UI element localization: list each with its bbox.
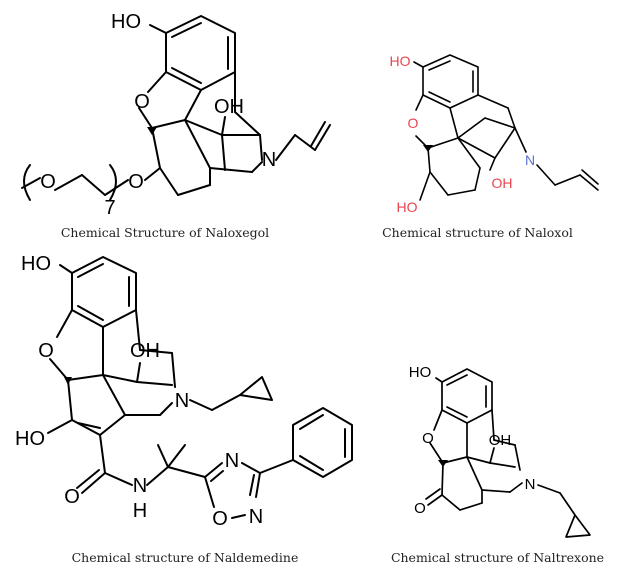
naltrexone-caption: Chemical structure of Naltrexone xyxy=(390,550,605,565)
naltrexone-oh-label: OH xyxy=(489,432,512,449)
naltrexone-ketone-oxygen-label: O xyxy=(414,500,426,517)
naldemedine-amide-hydrogen-label: H xyxy=(133,500,147,522)
naldemedine-ho-left-label: HO xyxy=(15,428,45,450)
naloxegol-ho-label: HO xyxy=(111,11,141,33)
naloxol-nitrogen-label: N xyxy=(525,152,535,168)
naldemedine-oxadiazole-n-top-label: N xyxy=(225,450,239,472)
naloxol-caption: Chemical structure of Naloxol xyxy=(382,225,573,240)
naloxol-oh-bottom-right-label: OH xyxy=(492,175,513,191)
naloxegol-caption: Chemical Structure of Naloxegol xyxy=(60,225,270,240)
naltrexone-structure: HO O OH N O xyxy=(409,364,591,538)
naloxol-ho-top-label: HO xyxy=(390,53,411,69)
naldemedine-caption: Chemical structure of Naldemedine xyxy=(71,550,299,565)
panel-naldemedine: HO O OH N HO O N H N O N Chemical struct… xyxy=(0,245,370,573)
naldemedine-oxadiazole-o-label: O xyxy=(212,508,228,530)
naldemedine-oxadiazole-n-bottom-label: N xyxy=(249,506,263,528)
naloxol-structure: HO O N OH HO xyxy=(390,53,599,215)
panel-naloxol: HO O N OH HO Chemical structure of Nalox… xyxy=(330,0,625,245)
naldemedine-carbonyl-oxygen-label: O xyxy=(64,486,80,508)
naldemedine-ring-oxygen-label: O xyxy=(38,340,54,362)
naloxegol-peg-oxygen-2-label: O xyxy=(128,171,144,193)
naloxegol-ring-oxygen-label: O xyxy=(134,91,150,113)
naldemedine-ho-top-label: HO xyxy=(21,253,51,275)
naloxegol-peg-oxygen-1-label: O xyxy=(40,171,56,193)
naldemedine-oh-center-label: OH xyxy=(130,340,160,362)
naltrexone-ho-label: HO xyxy=(409,364,432,381)
naloxegol-structure: HO O OH N O O 7 xyxy=(21,11,331,219)
naltrexone-ring-oxygen-label: O xyxy=(422,430,434,447)
naldemedine-nitrogen-label: N xyxy=(175,390,189,412)
naloxol-ring-oxygen-label: O xyxy=(408,115,419,131)
naloxegol-nitrogen-label: N xyxy=(262,149,276,171)
panel-naltrexone: HO O OH N O Chemical structure of Naltre… xyxy=(370,245,625,573)
naldemedine-structure: HO O OH N HO O N H N O N xyxy=(15,253,353,530)
naloxegol-oh-label: OH xyxy=(214,96,244,118)
naltrexone-nitrogen-label: N xyxy=(525,476,536,493)
naloxol-ho-bottom-left-label: HO xyxy=(397,199,418,215)
panel-naloxegol: HO O OH N O O 7 Chemical Structure of Na… xyxy=(0,0,331,245)
naloxegol-peg-count-label: 7 xyxy=(104,197,115,219)
naldemedine-amide-nitrogen-label: N xyxy=(133,475,147,497)
